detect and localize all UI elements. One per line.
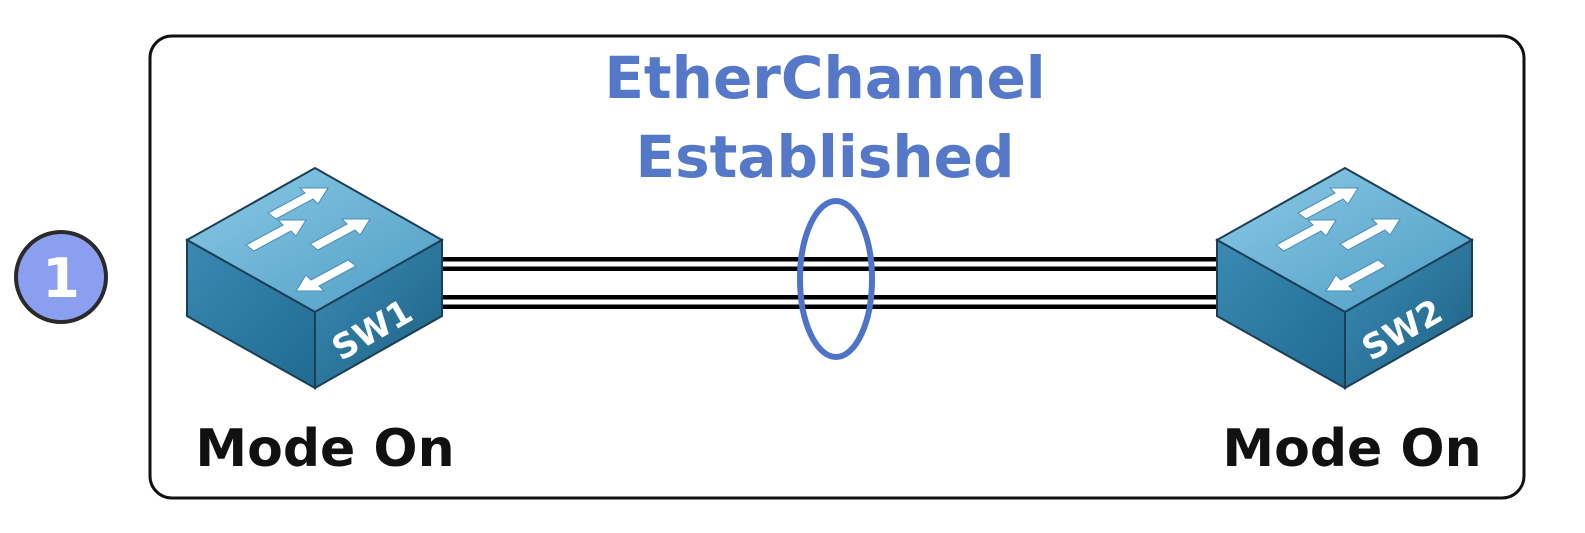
step-badge: 1 <box>14 230 108 324</box>
etherchannel-ellipse <box>797 198 875 360</box>
title-line1: EtherChannel <box>604 44 1045 112</box>
step-number: 1 <box>42 247 80 310</box>
title-line2: Established <box>636 123 1015 191</box>
sw2-mode-label: Mode On <box>1222 419 1481 479</box>
sw1-mode-label: Mode On <box>195 419 454 479</box>
step-badge-circle <box>14 230 108 324</box>
etherchannel-links <box>420 257 1240 309</box>
switch-sw1[interactable]: SW1 <box>184 166 445 390</box>
switch-sw2[interactable]: SW2 <box>1214 166 1475 390</box>
switch-icon <box>1214 166 1475 390</box>
switch-icon <box>184 166 445 390</box>
